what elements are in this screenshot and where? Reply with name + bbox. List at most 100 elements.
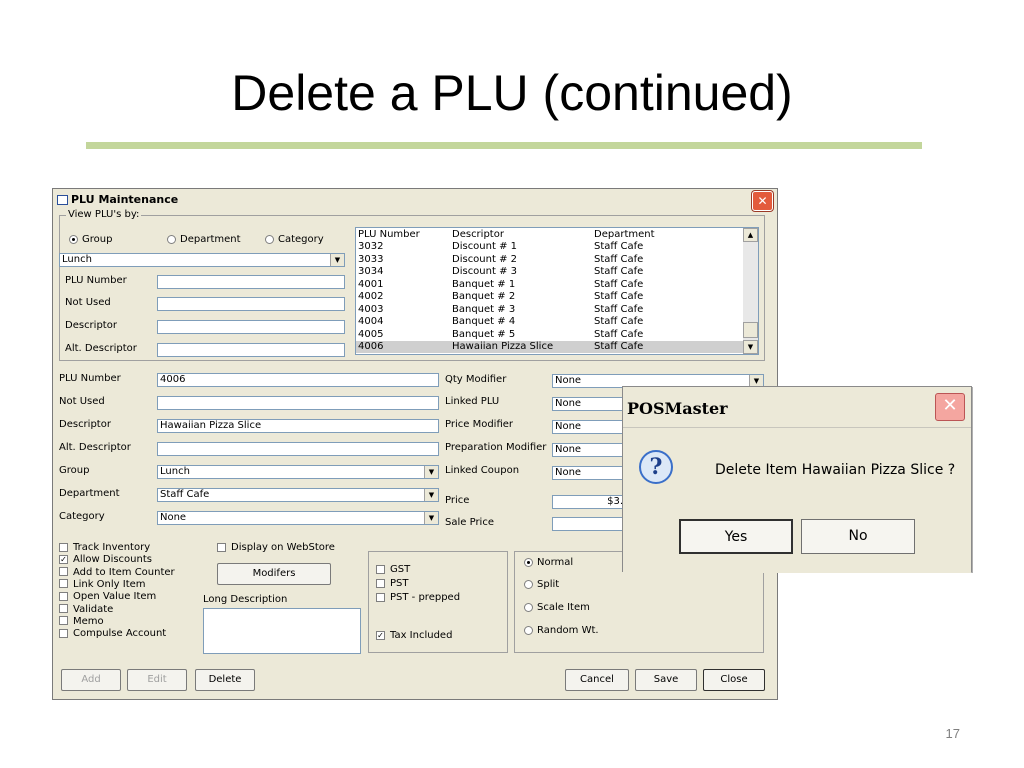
list-header[interactable]: PLU Number Descriptor Department [356, 229, 744, 241]
dialog-close-button[interactable]: ✕ [935, 393, 965, 421]
filter-plu-number-input[interactable] [157, 275, 345, 289]
save-button[interactable]: Save [635, 669, 697, 691]
list-cell-department: Staff Cafe [594, 241, 644, 252]
filter-alt-descriptor-input[interactable] [157, 343, 345, 357]
checkbox-open-value-item[interactable]: Open Value Item [59, 591, 156, 602]
checkbox-box[interactable]: ✓ [376, 630, 385, 640]
checkbox-box[interactable] [376, 592, 385, 602]
radio-department[interactable]: Department [167, 234, 241, 245]
edit-button[interactable]: Edit [127, 669, 187, 691]
list-cell-descriptor: Banquet # 2 [452, 291, 516, 302]
chevron-down-icon[interactable]: ▼ [424, 489, 438, 501]
no-button[interactable]: No [801, 519, 915, 554]
checkbox-allow-discounts[interactable]: ✓Allow Discounts [59, 554, 152, 566]
checkbox-box[interactable]: ✓ [59, 554, 68, 564]
radio-group[interactable]: Group [69, 234, 112, 245]
checkbox-link-only-item[interactable]: Link Only Item [59, 579, 146, 590]
display-webstore-checkbox[interactable]: Display on WebStore [217, 542, 335, 553]
column-header-descriptor[interactable]: Descriptor [452, 229, 504, 240]
checkbox-validate[interactable]: Validate [59, 604, 113, 615]
list-cell-descriptor: Hawaiian Pizza Slice [452, 341, 554, 352]
radio-dot[interactable] [524, 625, 533, 635]
descriptor-input[interactable]: Hawaiian Pizza Slice [157, 419, 439, 433]
checkbox-box[interactable] [376, 564, 385, 574]
radio-department-dot[interactable] [167, 234, 176, 244]
checkbox-box[interactable] [59, 579, 68, 589]
checkbox-memo[interactable]: Memo [59, 616, 104, 627]
cancel-button[interactable]: Cancel [565, 669, 629, 691]
window-close-button[interactable]: ✕ [752, 191, 773, 211]
checkbox-box[interactable] [59, 616, 68, 626]
filter-descriptor-input[interactable] [157, 320, 345, 334]
list-cell-plu-number: 4003 [358, 303, 384, 315]
radio-group-dot[interactable] [69, 234, 78, 244]
item-type-normal-radio[interactable]: Normal [524, 557, 573, 568]
not-used-label: Not Used [59, 396, 105, 407]
chevron-down-icon[interactable]: ▼ [424, 466, 438, 478]
checkbox-compulse-account[interactable]: Compulse Account [59, 628, 166, 639]
checkbox-add-to-item-counter[interactable]: Add to Item Counter [59, 567, 175, 578]
scroll-down-icon[interactable]: ▼ [743, 340, 758, 354]
plu-number-label: PLU Number [59, 373, 121, 384]
item-type-split-radio[interactable]: Split [524, 579, 559, 590]
list-scrollbar[interactable]: ▲ ▼ [743, 228, 758, 354]
long-description-input[interactable] [203, 608, 361, 654]
list-cell-descriptor: Banquet # 1 [452, 278, 516, 290]
radio-category[interactable]: Category [265, 234, 324, 245]
chevron-down-icon[interactable]: ▼ [749, 375, 763, 387]
column-header-department[interactable]: Department [594, 229, 655, 240]
item-type-scale-item-radio[interactable]: Scale Item [524, 602, 590, 613]
view-by-combo[interactable]: Lunch▼ [59, 253, 345, 267]
delete-button[interactable]: Delete [195, 669, 255, 691]
radio-dot[interactable] [524, 602, 533, 612]
tax-pst-prepped-checkbox[interactable]: PST - prepped [376, 592, 460, 603]
not-used-input[interactable] [157, 396, 439, 410]
checkbox-box[interactable] [59, 604, 68, 613]
list-cell-descriptor: Banquet # 4 [452, 316, 516, 327]
item-type-random-wt--radio[interactable]: Random Wt. [524, 625, 599, 636]
filter-not-used-input[interactable] [157, 297, 345, 311]
department-combo[interactable]: Staff Cafe▼ [157, 488, 439, 502]
close-button[interactable]: Close [703, 669, 765, 691]
radio-dot[interactable] [524, 557, 533, 567]
checkbox-box[interactable] [376, 578, 385, 588]
display-webstore-box[interactable] [217, 542, 226, 552]
chevron-down-icon[interactable]: ▼ [424, 512, 438, 524]
scroll-up-icon[interactable]: ▲ [743, 228, 758, 242]
chevron-down-icon[interactable]: ▼ [330, 254, 344, 266]
category-combo[interactable]: None▼ [157, 511, 439, 525]
tax-pst-checkbox[interactable]: PST [376, 578, 409, 589]
yes-button[interactable]: Yes [679, 519, 793, 554]
add-button[interactable]: Add [61, 669, 121, 691]
window-titlebar[interactable]: PLU Maintenance ✕ [53, 189, 777, 211]
title-rule [86, 142, 922, 149]
alt-descriptor-input[interactable] [157, 442, 439, 456]
checkbox-track-inventory[interactable]: Track Inventory [59, 542, 150, 553]
column-header-plu-number[interactable]: PLU Number [358, 229, 420, 240]
radio-dot[interactable] [524, 579, 533, 589]
tax-gst-checkbox[interactable]: GST [376, 564, 410, 575]
group-combo[interactable]: Lunch▼ [157, 465, 439, 479]
checkbox-box[interactable] [59, 542, 68, 552]
checkbox-box[interactable] [59, 591, 68, 601]
close-icon: ✕ [942, 395, 958, 416]
radio-category-dot[interactable] [265, 234, 274, 244]
checkbox-box[interactable] [59, 567, 68, 577]
list-cell-department: Staff Cafe [594, 291, 644, 302]
checkbox-box[interactable] [59, 628, 68, 638]
tax-tax-included-checkbox[interactable]: ✓Tax Included [376, 630, 453, 641]
scroll-thumb[interactable] [743, 322, 758, 338]
dialog-body: ? Delete Item Hawaiian Pizza Slice ? Yes… [623, 427, 971, 573]
modifiers-button[interactable]: Modifers [217, 563, 331, 585]
plu-number-input[interactable]: 4006 [157, 373, 439, 387]
